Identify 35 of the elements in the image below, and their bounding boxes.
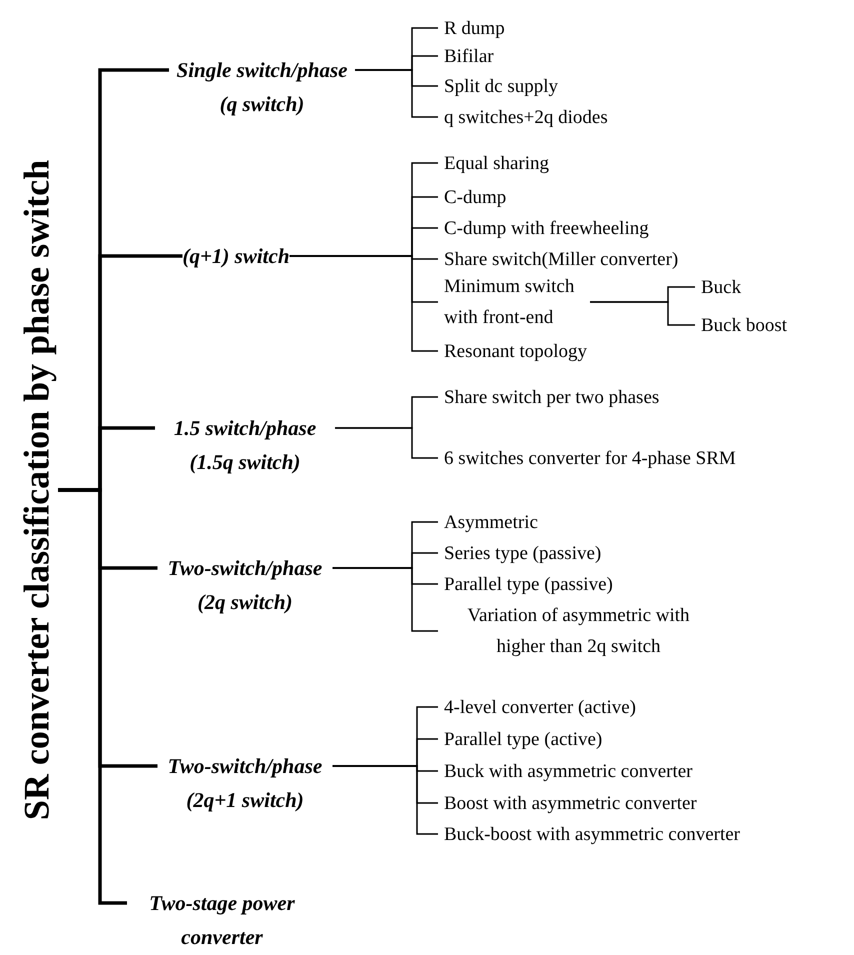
tree-branch [58, 488, 127, 905]
bracket-line [332, 765, 438, 835]
topology-label: Buck-boost with asymmetric converter [438, 818, 740, 850]
topology-label: Buck with asymmetric converter [438, 756, 693, 786]
category-label: 1.5 switch/phase (1.5q switch) [155, 411, 335, 479]
bracket-line [290, 255, 438, 352]
bracket-line [355, 69, 438, 118]
topology-label: C-dump [438, 182, 506, 212]
topology-label: Resonant topology [438, 336, 588, 366]
topology-label: Asymmetric [438, 506, 538, 538]
category-label: Two-switch/phase (2q+1 switch) [158, 749, 332, 817]
topology-label: Buck [695, 272, 742, 302]
category-label: Two-switch/phase (2q switch) [158, 551, 332, 619]
topology-label: Series type (passive) [438, 538, 602, 568]
bracket-line [590, 301, 695, 326]
topology-label: Bifilar [438, 40, 494, 72]
topology-label: Buck boost [695, 310, 788, 340]
topology-label: q switches+2q diodes [438, 102, 608, 132]
topology-label: Variation of asymmetric with higher than 2q switch [438, 600, 713, 662]
bracket-line [332, 567, 438, 632]
topology-label: C-dump with freewheeling [438, 212, 649, 244]
topology-label: Boost with asymmetric converter [438, 788, 697, 818]
topology-label: Equal sharing [438, 148, 550, 178]
category-label: Single switch/phase (q switch) [169, 53, 355, 121]
category-label: (q+1) switch [182, 239, 290, 273]
topology-label: 4-level converter (active) [438, 692, 636, 722]
topology-label: Share switch per two phases [438, 382, 660, 412]
topology-label: Parallel type (passive) [438, 568, 613, 600]
topology-label: 6 switches converter for 4-phase SRM [438, 442, 736, 474]
topology-label: Parallel type (active) [438, 724, 602, 754]
vertical-title: SR converter classification by phase switch [14, 38, 58, 942]
topology-label: Split dc supply [438, 70, 558, 102]
category-label: Two-stage power converter [127, 886, 317, 954]
topology-label: R dump [438, 12, 505, 44]
bracket-line [335, 427, 438, 459]
